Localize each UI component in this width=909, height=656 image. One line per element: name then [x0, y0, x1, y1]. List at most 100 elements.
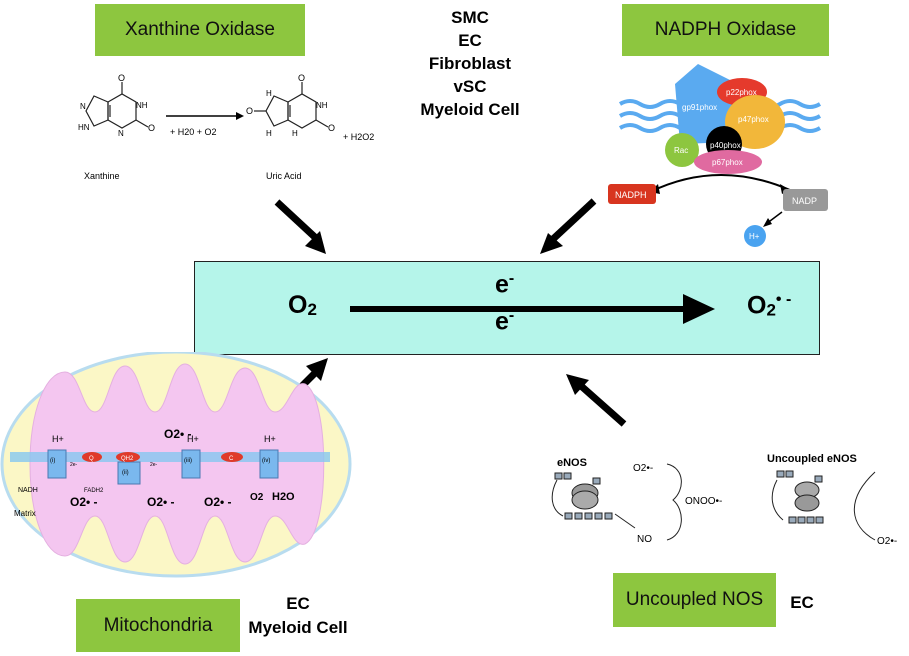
complex-iv [259, 449, 279, 479]
svg-text:O2• -: O2• - [70, 495, 98, 509]
mitochondria-label: Mitochondria [76, 599, 240, 652]
xanthine-byproduct: + H2O2 [343, 132, 374, 142]
complex-iii [181, 449, 201, 479]
svg-text:O: O [118, 73, 125, 83]
mito-cristae [29, 363, 325, 565]
svg-text:NADP: NADP [792, 196, 817, 206]
nadph-oxidase-complex: gp91phox p22phox p47phox p40phox Rac p67… [608, 64, 828, 247]
nadph-oxidase-label: NADPH Oxidase [622, 4, 829, 56]
cell-type: EC [286, 594, 310, 613]
electron-label-bottom: e- [495, 307, 515, 336]
svg-text:H+: H+ [264, 434, 276, 444]
svg-text:N: N [118, 129, 124, 138]
uncoupled-enos-monomers [771, 470, 824, 524]
svg-text:O: O [148, 123, 155, 133]
oxygen-label: O2 [288, 291, 317, 319]
svg-text:Rac: Rac [674, 146, 688, 155]
electron-label-top: e- [495, 270, 515, 299]
superoxide-label: O2• - [747, 291, 792, 320]
cell-type: vSC [453, 77, 487, 96]
svg-text:NH: NH [136, 101, 148, 110]
svg-text:H: H [292, 129, 298, 138]
rac-subunit [665, 133, 699, 167]
svg-text:p40phox: p40phox [710, 141, 741, 150]
nos-section: eNOS O2•- NO ONOO•- Uncoupled eNOS O2•- [551, 453, 897, 547]
svg-text:O2•-: O2•- [877, 536, 897, 547]
cell-type: Myeloid Cell [248, 618, 348, 637]
central-arrow [350, 294, 715, 324]
svg-text:O: O [328, 123, 335, 133]
cell-type: EC [458, 31, 482, 50]
cell-type: Myeloid Cell [420, 100, 520, 119]
svg-text:(iii): (iii) [184, 458, 192, 464]
svg-text:H: H [266, 89, 272, 98]
svg-text:NADH: NADH [18, 487, 38, 494]
svg-text:QH2: QH2 [121, 456, 134, 462]
proton-circle [744, 225, 766, 247]
svg-text:O: O [246, 106, 253, 116]
svg-text:(i): (i) [50, 458, 55, 464]
uncoupled-enos-label: Uncoupled eNOS [767, 453, 857, 465]
uric-acid-structure [254, 82, 329, 129]
svg-text:NADPH: NADPH [615, 190, 647, 200]
svg-text:(ii): (ii) [122, 470, 129, 476]
gp91-subunit [675, 64, 735, 144]
svg-text:O2•-: O2•- [633, 463, 653, 474]
xanthine-structure [85, 82, 149, 129]
svg-text:O2• -: O2• - [164, 427, 192, 441]
svg-text:H+: H+ [749, 232, 760, 241]
cytochrome-c [221, 452, 243, 462]
cell-list-mito: EC Myeloid Cell [238, 592, 358, 640]
arrow-uncoupled-nos [566, 374, 627, 427]
svg-text:p67phox: p67phox [712, 158, 743, 167]
svg-text:O2• -: O2• - [147, 495, 175, 509]
xanthine-name: Xanthine [84, 171, 120, 181]
complex-i [47, 449, 67, 479]
arrow-xanthine [274, 199, 326, 254]
nadp-box [783, 189, 828, 211]
qh2-pool [116, 452, 140, 462]
uric-acid-name: Uric Acid [266, 171, 302, 181]
svg-text:H: H [266, 129, 272, 138]
enos-label: eNOS [557, 457, 587, 469]
mitochondrion: (i) (ii) (iii) (iv) Q QH2 C 2e- 2e- H+ H… [0, 352, 352, 578]
xanthine-reaction: O NH O N N HN Xanthine + H20 + O2 O NH O… [78, 73, 374, 181]
svg-text:C: C [229, 456, 234, 462]
svg-text:FADH2: FADH2 [84, 488, 104, 494]
svg-text:H+: H+ [187, 434, 199, 444]
cell-type: EC [790, 593, 814, 612]
nadph-box [608, 184, 656, 204]
central-reaction-box: O2 e- e- O2• - [194, 261, 820, 355]
svg-text:2e-: 2e- [70, 462, 78, 468]
enos-dimer [551, 472, 613, 520]
svg-text:Matrix: Matrix [14, 509, 36, 518]
cell-type: Fibroblast [428, 54, 512, 73]
svg-text:O: O [298, 73, 305, 83]
xanthine-oxidase-label: Xanthine Oxidase [95, 4, 305, 56]
svg-text:O2: O2 [250, 492, 264, 503]
q-pool [82, 452, 102, 462]
svg-text:NH: NH [316, 101, 328, 110]
cell-list-top: SMC EC Fibroblast vSC Myeloid Cell [400, 6, 540, 121]
svg-text:(iv): (iv) [262, 458, 270, 464]
uncoupled-nos-label: Uncoupled NOS [613, 573, 776, 627]
cell-list-nos: EC [782, 591, 822, 614]
svg-text:p22phox: p22phox [726, 88, 757, 97]
svg-text:NO: NO [637, 534, 652, 545]
xanthine-reagents: + H20 + O2 [170, 127, 217, 137]
complex-ii [117, 461, 141, 485]
svg-text:Q: Q [89, 456, 94, 462]
svg-text:p47phox: p47phox [738, 115, 769, 124]
svg-text:H+: H+ [52, 434, 64, 444]
arrow-nadph [540, 198, 597, 254]
svg-text:gp91phox: gp91phox [682, 103, 717, 112]
peroxynitrite-label: ONOO•- [685, 496, 722, 507]
svg-text:H2O: H2O [272, 491, 295, 503]
p47-subunit [725, 95, 785, 149]
cell-type: SMC [451, 8, 489, 27]
p67-subunit [694, 150, 762, 174]
svg-text:HN: HN [78, 123, 90, 132]
svg-text:2e-: 2e- [150, 462, 158, 468]
svg-text:O2• -: O2• - [204, 495, 232, 509]
svg-text:N: N [80, 102, 86, 111]
